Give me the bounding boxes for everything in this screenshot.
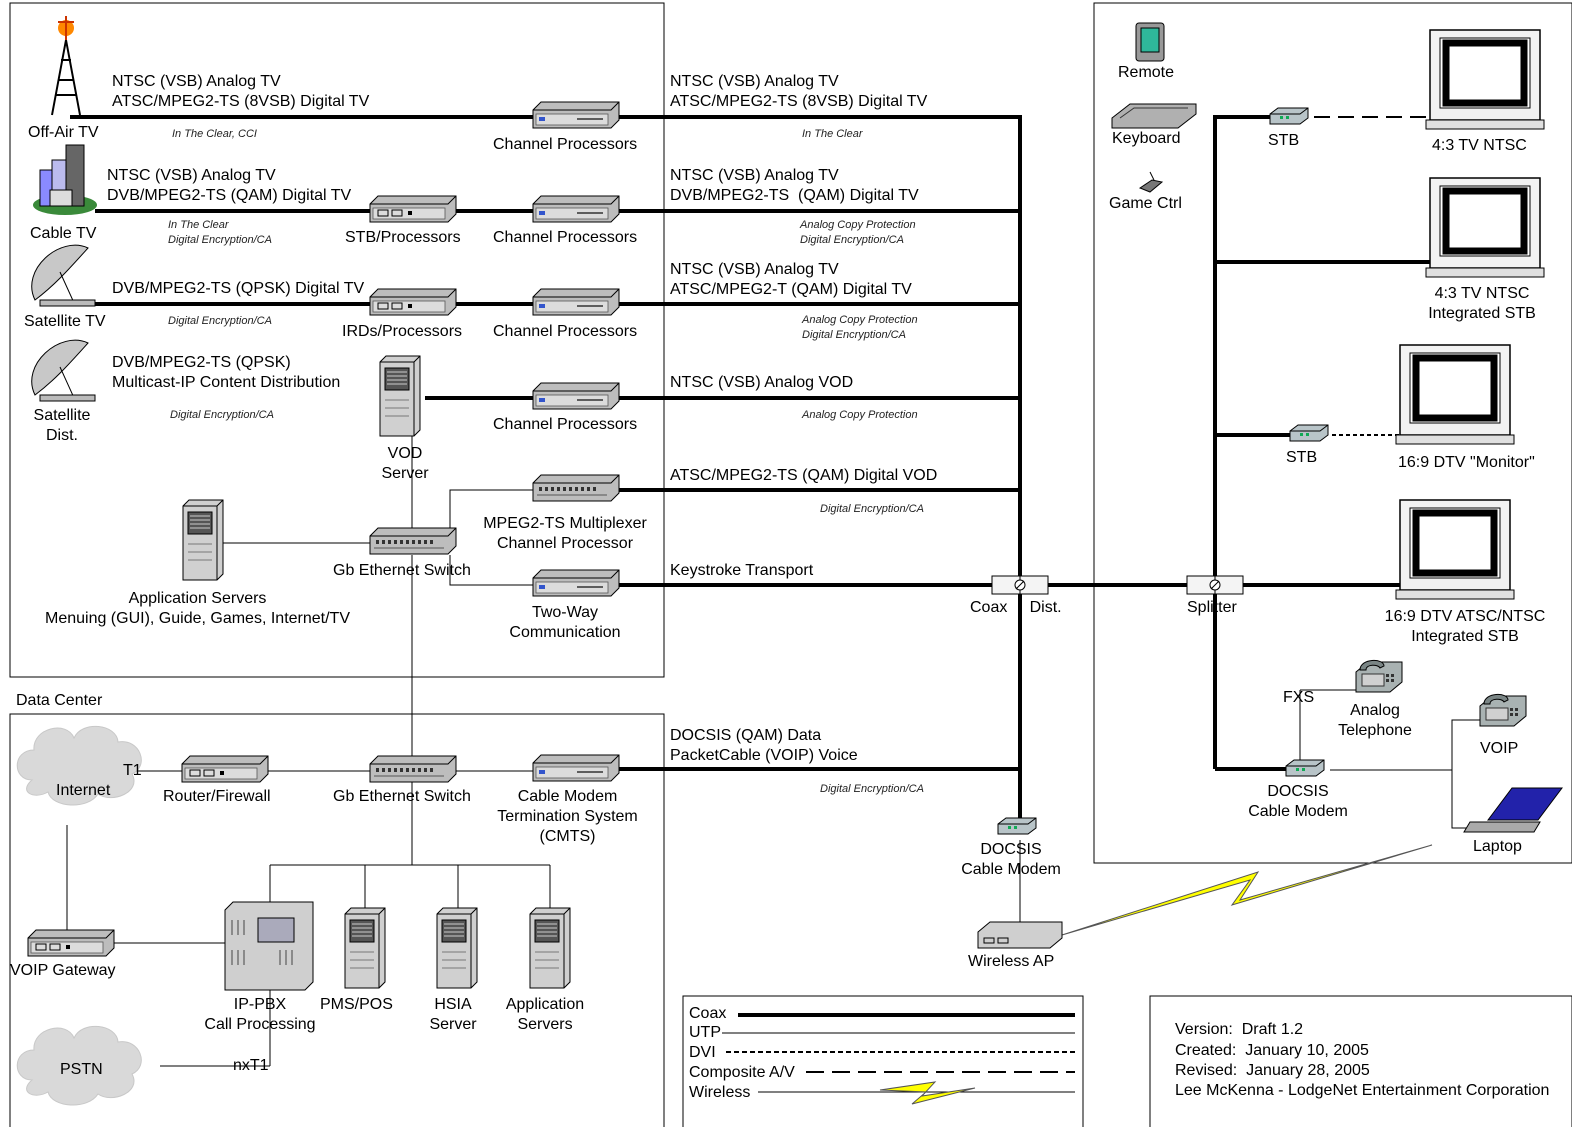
router-label: Router/Firewall [163, 788, 271, 805]
remote-icon [1135, 22, 1165, 62]
sat-out-label: NTSC (VSB) Analog TV ATSC/MPEG2-T (QAM) … [670, 261, 912, 298]
stb-processors-label: STB/Processors [345, 229, 461, 246]
offair-note: In The Clear, CCI [172, 128, 257, 140]
sat-feed-label: DVB/MPEG2-TS (QPSK) Digital TV [112, 280, 365, 297]
game-controller-icon [1138, 171, 1164, 193]
stb-1-label: STB [1268, 132, 1300, 149]
voip-gateway-label: VOIP Gateway [10, 962, 116, 979]
satellite-dish-dist-icon [31, 339, 96, 402]
t1-label: T1 [123, 762, 142, 779]
docsis-out-label: DOCSIS (QAM) Data PacketCable (VOIP) Voi… [670, 727, 858, 764]
satdist-feed-label: DVB/MPEG2-TS (QPSK) Multicast-IP Content… [112, 354, 341, 391]
created-text: Created: January 10, 2005 [1175, 1042, 1369, 1059]
wireless-ap-label: Wireless AP [968, 953, 1055, 970]
tv-4-label: 16:9 DTV ATSC/NTSC Integrated STB [1384, 608, 1546, 645]
voip-label: VOIP [1480, 740, 1519, 757]
hsia-label: HSIA Server [429, 996, 477, 1033]
satellite-dist-label: Satellite Dist. [33, 407, 91, 444]
digital-vod-label: ATSC/MPEG2-TS (QAM) Digital VOD [670, 467, 938, 484]
tv-1-label: 4:3 TV NTSC [1432, 137, 1527, 154]
offair-out-label: NTSC (VSB) Analog TV ATSC/MPEG2-TS (8VSB… [670, 73, 928, 110]
analog-phone-label: Analog Telephone [1338, 702, 1412, 739]
version-text: Version: Draft 1.2 [1175, 1021, 1304, 1038]
cmts-label: Cable Modem Termination System (CMTS) [497, 788, 638, 845]
docsis-note: Digital Encryption/CA [820, 783, 924, 795]
pstn-label: PSTN [60, 1061, 103, 1078]
ip-pbx-label: IP-PBX Call Processing [204, 996, 316, 1033]
satellite-dish-icon [31, 244, 96, 307]
cable-feed-label: NTSC (VSB) Analog TV DVB/MPEG2-TS (QAM) … [107, 167, 352, 204]
remote-label: Remote [1118, 64, 1175, 81]
laptop-icon [1463, 787, 1563, 833]
offair-feed-label: NTSC (VSB) Analog TV ATSC/MPEG2-TS (8VSB… [112, 73, 370, 110]
keyboard-icon [1111, 103, 1197, 129]
cable-headend-building-icon [33, 144, 97, 215]
docsis-cm-room-label: DOCSIS Cable Modem [1248, 783, 1348, 820]
offair-out-note: In The Clear [802, 128, 863, 140]
revised-text: Revised: January 28, 2005 [1175, 1062, 1370, 1079]
docsis-cm-center-label: DOCSIS Cable Modem [961, 841, 1061, 878]
digital-vod-note: Digital Encryption/CA [820, 503, 924, 515]
tv-3-label: 16:9 DTV "Monitor" [1398, 454, 1535, 471]
legend-coax: Coax [689, 1005, 727, 1022]
cable-out-label: NTSC (VSB) Analog TV DVB/MPEG2-TS (QAM) … [670, 167, 919, 204]
fxs-label: FXS [1283, 689, 1315, 706]
cable-tv-label: Cable TV [30, 225, 97, 242]
gb-switch-top-label: Gb Ethernet Switch [333, 562, 471, 579]
internet-label: Internet [56, 782, 111, 799]
app-servers-bottom-label: Application Servers [505, 996, 585, 1033]
ird-processors-label: IRDs/Processors [342, 323, 463, 340]
laptop-label: Laptop [1473, 838, 1522, 855]
pms-pos-label: PMS/POS [320, 996, 393, 1013]
two-way-label: Two-Way Communication [509, 604, 621, 641]
channel-processors-3-label: Channel Processors [493, 323, 638, 340]
gb-switch-bottom-label: Gb Ethernet Switch [333, 788, 471, 805]
legend-dvi: DVI [689, 1044, 716, 1061]
satdist-note: Digital Encryption/CA [170, 409, 274, 421]
channel-processors-2-label: Channel Processors [493, 229, 638, 246]
antenna-tower-icon [51, 16, 81, 116]
vod-out-label: NTSC (VSB) Analog VOD [670, 374, 854, 391]
legend-utp: UTP [689, 1024, 721, 1041]
author-text: Lee McKenna - LodgeNet Entertainment Cor… [1175, 1082, 1550, 1099]
legend-lines [722, 1013, 1075, 1105]
data-center-label: Data Center [16, 692, 103, 709]
coax-dist-label: Coax Dist. [970, 599, 1062, 616]
game-ctrl-label: Game Ctrl [1109, 195, 1182, 212]
vod-out-note: Analog Copy Protection [802, 409, 918, 421]
cable-note: In The Clear Digital Encryption/CA [168, 219, 272, 246]
cable-out-note: Analog Copy Protection Digital Encryptio… [800, 219, 916, 246]
legend-composite: Composite A/V [689, 1064, 795, 1081]
app-servers-top-label: Application Servers Menuing (GUI), Guide… [44, 590, 350, 627]
keystroke-label: Keystroke Transport [670, 562, 814, 579]
satellite-tv-label: Satellite TV [24, 313, 106, 330]
channel-processors-4-label: Channel Processors [493, 416, 638, 433]
mux-label: MPEG2-TS Multiplexer Channel Processor [483, 515, 647, 552]
nxt1-label: nxT1 [233, 1057, 269, 1074]
tv-2-label: 4:3 TV NTSC Integrated STB [1428, 285, 1536, 322]
splitter-label: Splitter [1187, 599, 1237, 616]
wireless-ap-icon [977, 921, 1063, 949]
offair-tv-label: Off-Air TV [28, 124, 99, 141]
sat-out-note: Analog Copy Protection Digital Encryptio… [802, 314, 918, 341]
ip-pbx-icon [224, 901, 314, 991]
vod-server-label: VOD Server [381, 445, 429, 482]
keyboard-label: Keyboard [1112, 130, 1181, 147]
channel-processors-1-label: Channel Processors [493, 136, 638, 153]
sat-note: Digital Encryption/CA [168, 315, 272, 327]
stb-2-label: STB [1286, 449, 1318, 466]
legend-wireless: Wireless [689, 1084, 751, 1101]
